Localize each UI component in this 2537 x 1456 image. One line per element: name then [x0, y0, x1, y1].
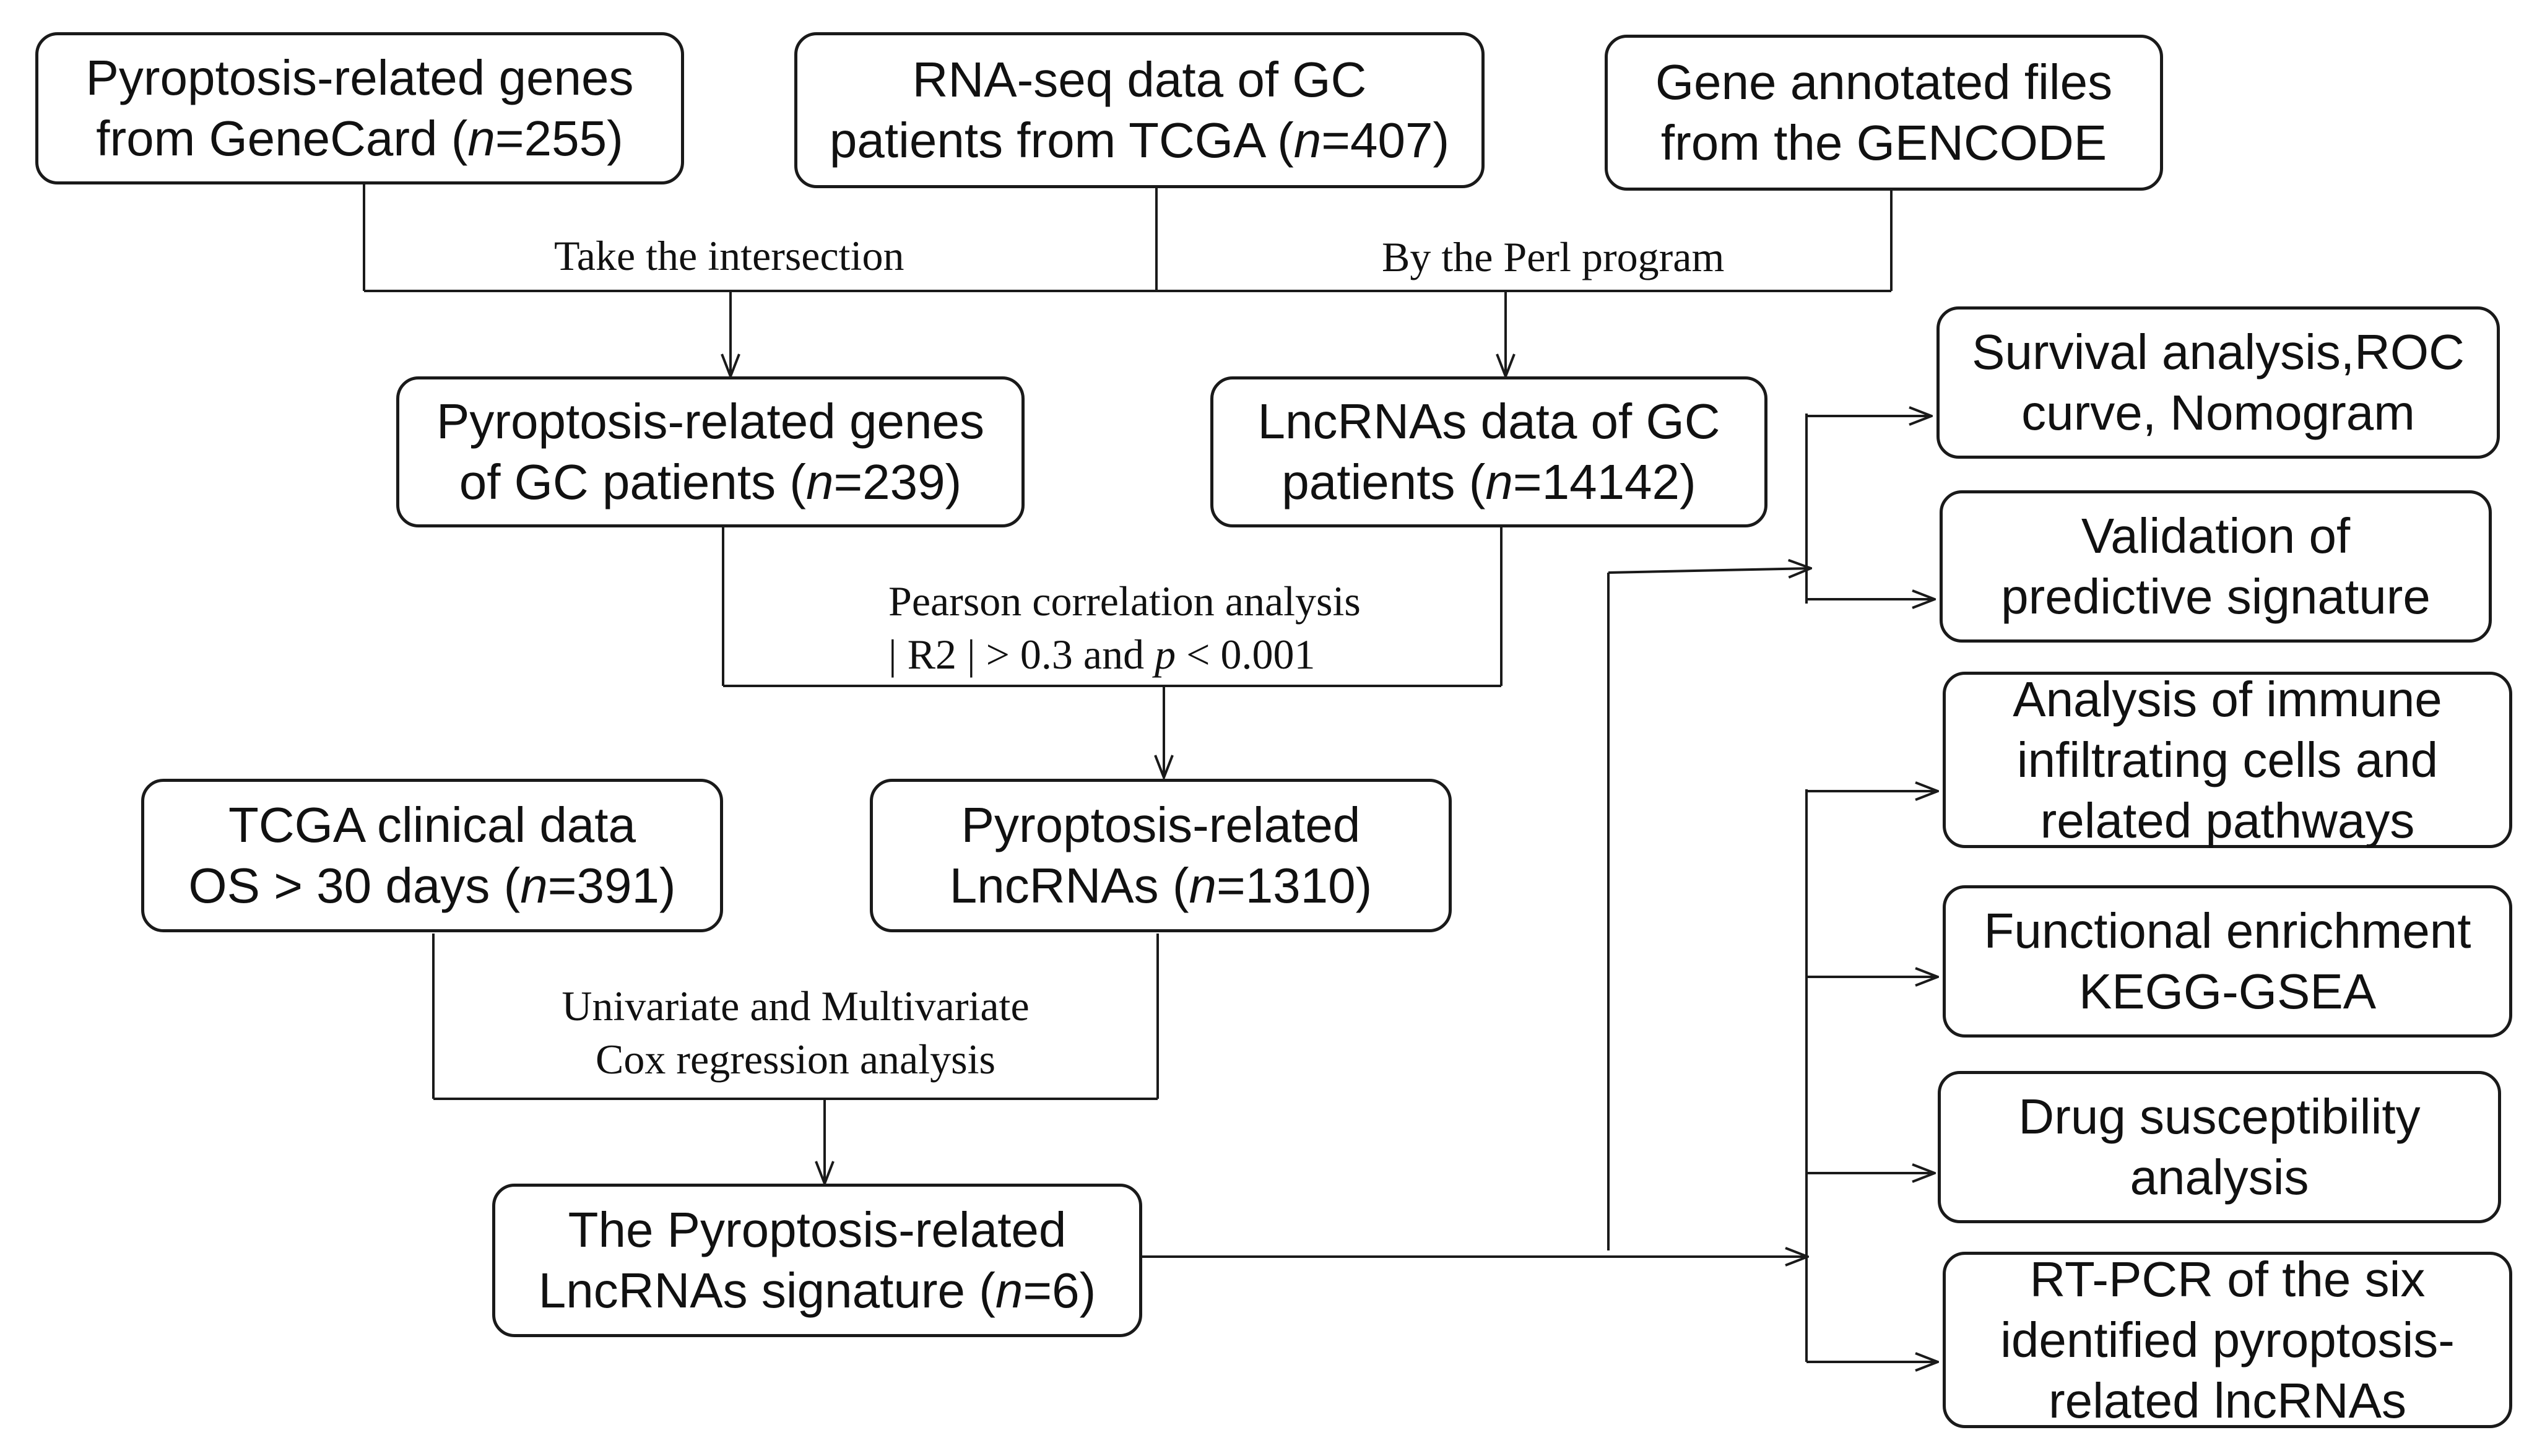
- survival-line1: Survival analysis,ROC: [1972, 324, 2465, 379]
- immune-line2: infiltrating cells and: [2016, 732, 2439, 787]
- label-perl-program: By the Perl program: [1382, 233, 1725, 280]
- gencode-line1: Gene annotated files: [1655, 54, 2113, 110]
- rtpcr-line1: RT-PCR of the six: [2029, 1251, 2426, 1307]
- signature-box: The Pyroptosis-related LncRNAs signature…: [492, 1184, 1142, 1337]
- label-cox-line1: Univariate and Multivariate: [562, 982, 1030, 1029]
- label-pearson-line1: Pearson correlation analysis: [888, 578, 1361, 625]
- immune-box: Analysis of immune infiltrating cells an…: [1943, 672, 2512, 848]
- validation-line2: predictive signature: [2001, 569, 2431, 624]
- validation-box: Validation of predictive signature: [1940, 490, 2492, 643]
- genecard-line2: from GeneCard (n=255): [96, 111, 623, 166]
- immune-line3: related pathways: [2040, 792, 2415, 848]
- functional-box: Functional enrichment KEGG-GSEA: [1943, 885, 2512, 1038]
- tcga-clinical-box: TCGA clinical data OS > 30 days (n=391): [141, 779, 723, 932]
- lncrna-gc-box: LncRNAs data of GC patients (n=14142): [1210, 376, 1767, 527]
- gencode-box: Gene annotated files from the GENCODE: [1605, 35, 2163, 191]
- lncrna-gc-line2: patients (n=14142): [1282, 454, 1696, 509]
- arrow-to-top-bus: [1608, 568, 1811, 573]
- pyro-genes-gc-line2: of GC patients (n=239): [459, 454, 962, 509]
- signature-line1: The Pyroptosis-related: [568, 1202, 1067, 1257]
- drug-box: Drug susceptibility analysis: [1938, 1071, 2501, 1223]
- rtpcr-line3: related lncRNAs: [2048, 1372, 2406, 1428]
- pyro-lncrna-line1: Pyroptosis-related: [961, 797, 1361, 852]
- survival-line2: curve, Nomogram: [2021, 385, 2415, 440]
- genecard-line1: Pyroptosis-related genes: [85, 50, 634, 105]
- label-pearson: Pearson correlation analysis | R2 | > 0.…: [888, 574, 1361, 681]
- functional-line1: Functional enrichment: [1984, 903, 2471, 958]
- genecard-genes-box: Pyroptosis-related genes from GeneCard (…: [35, 32, 684, 184]
- tcga-rnaseq-line1: RNA-seq data of GC: [912, 52, 1367, 107]
- tcga-rnaseq-box: RNA-seq data of GC patients from TCGA (n…: [794, 32, 1485, 188]
- tcga-clinical-line2: OS > 30 days (n=391): [188, 858, 676, 913]
- label-cox-line2: Cox regression analysis: [596, 1036, 995, 1083]
- drug-line1: Drug susceptibility: [2018, 1089, 2421, 1144]
- label-cox: Univariate and Multivariate Cox regressi…: [539, 979, 1052, 1086]
- signature-line2: LncRNAs signature (n=6): [538, 1263, 1096, 1318]
- immune-line1: Analysis of immune: [2013, 671, 2442, 727]
- survival-box: Survival analysis,ROC curve, Nomogram: [1936, 306, 2500, 459]
- rtpcr-box: RT-PCR of the six identified pyroptosis-…: [1943, 1252, 2512, 1428]
- rtpcr-line2: identified pyroptosis-: [2000, 1312, 2455, 1367]
- pyro-genes-gc-line1: Pyroptosis-related genes: [436, 394, 984, 449]
- pyro-lncrna-line2: LncRNAs (n=1310): [949, 858, 1373, 913]
- gencode-line2: from the GENCODE: [1660, 115, 2107, 170]
- validation-line1: Validation of: [2081, 508, 2351, 563]
- lncrna-gc-line1: LncRNAs data of GC: [1257, 394, 1720, 449]
- functional-line2: KEGG-GSEA: [2078, 964, 2377, 1019]
- label-take-intersection: Take the intersection: [554, 232, 904, 279]
- pyro-genes-gc-box: Pyroptosis-related genes of GC patients …: [396, 376, 1025, 527]
- label-pearson-line2: | R2 | > 0.3 and p < 0.001: [888, 631, 1316, 678]
- tcga-rnaseq-line2: patients from TCGA (n=407): [829, 113, 1450, 168]
- tcga-clinical-line1: TCGA clinical data: [228, 797, 636, 852]
- drug-line2: analysis: [2130, 1150, 2309, 1205]
- pyro-lncrna-box: Pyroptosis-related LncRNAs (n=1310): [870, 779, 1452, 932]
